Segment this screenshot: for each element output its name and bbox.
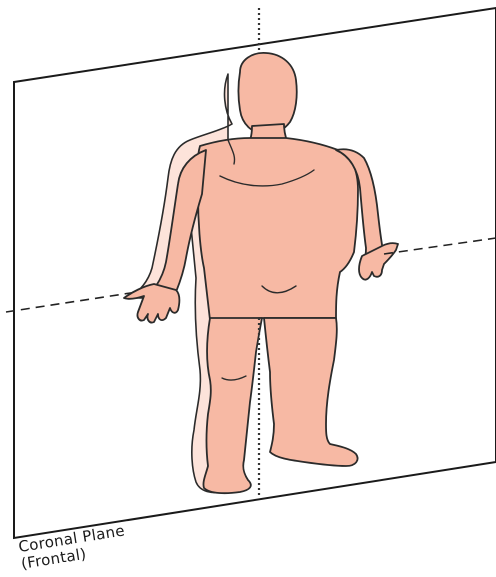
head	[239, 53, 297, 134]
